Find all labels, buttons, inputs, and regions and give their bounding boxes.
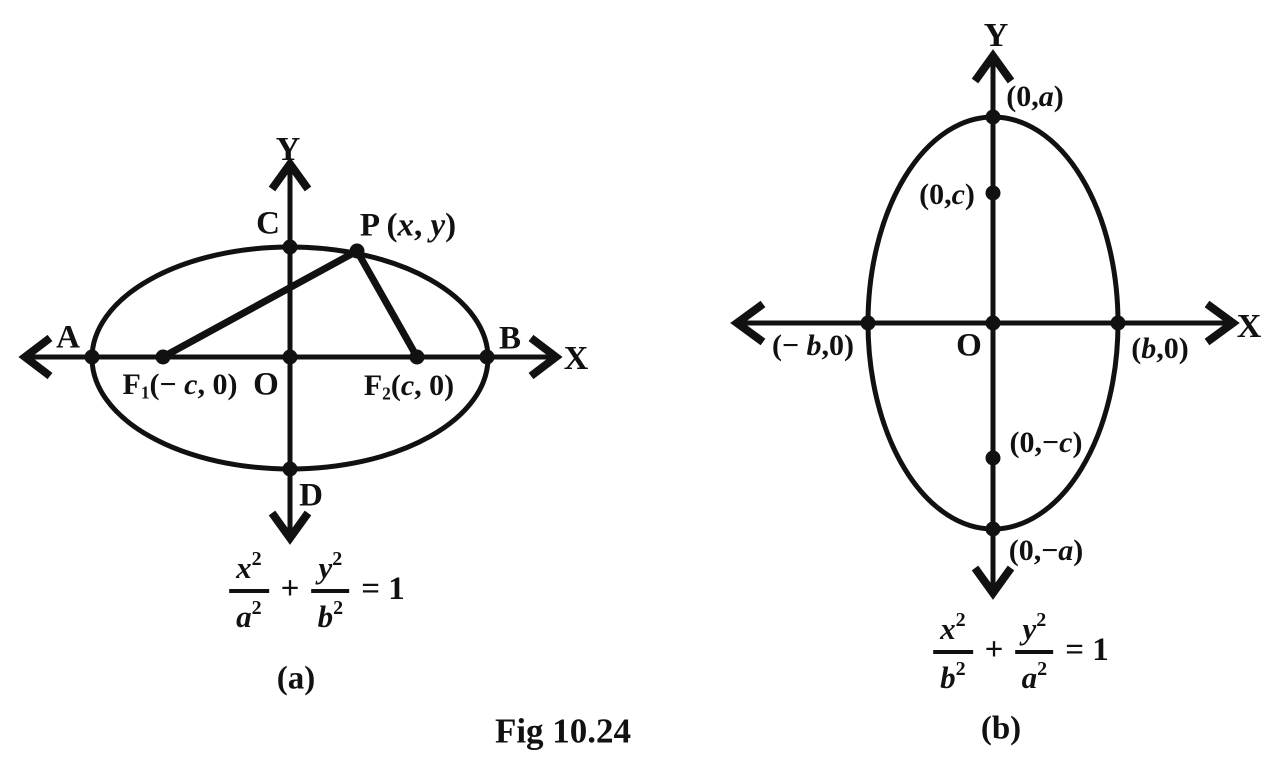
panel-b-label: (b) xyxy=(980,710,1022,747)
fraction-y2-b2: y2 b2 xyxy=(311,546,350,632)
point-p-label: P (x, y) xyxy=(359,207,457,244)
bottom-vertex-label: (0,−a) xyxy=(1008,534,1084,567)
equation-b: x2 b2 + y2 a2 = 1 xyxy=(933,607,1109,693)
x-axis-a-right-arrow-icon xyxy=(528,334,563,380)
point-a-dot xyxy=(84,349,100,365)
y-axis-b-label: Y xyxy=(983,17,1009,54)
point-origin-b-dot xyxy=(985,315,1001,331)
focal-line-f1-p xyxy=(161,247,359,361)
panel-a-label: (a) xyxy=(276,660,316,697)
panel-a-points xyxy=(84,239,495,477)
point-origin-a-dot xyxy=(282,349,298,365)
point-b0-dot xyxy=(1110,315,1126,331)
x-axis-b-label: X xyxy=(1236,308,1262,345)
vertex-b-label: B xyxy=(498,320,522,357)
point-f2-dot xyxy=(409,349,425,365)
panel-b-diagram xyxy=(730,49,1240,600)
top-vertex-label: (0,a) xyxy=(1006,80,1064,113)
equation-a: x2 a2 + y2 b2 = 1 xyxy=(229,546,405,632)
y-axis-b-up-arrow-icon xyxy=(971,49,1015,84)
right-vertex-label: (b,0) xyxy=(1131,332,1189,365)
x-axis-b-left-arrow-icon xyxy=(730,300,766,346)
left-vertex-label: (− b,0) xyxy=(771,329,855,362)
y-axis-a-label: Y xyxy=(275,131,301,168)
vertex-d-label: D xyxy=(299,477,323,514)
top-focus-label: (0,c) xyxy=(919,178,975,211)
fraction-x2-a2: x2 a2 xyxy=(229,546,269,632)
panel-b-points xyxy=(860,109,1126,537)
point-negb0-dot xyxy=(860,315,876,331)
y-axis-a-up-arrow-icon xyxy=(268,157,312,192)
plus-operator: + xyxy=(280,570,300,607)
point-0a-dot xyxy=(985,109,1001,125)
point-0negc-dot xyxy=(985,450,1001,466)
fraction-y2-a2: y2 a2 xyxy=(1015,607,1054,693)
focus-f2-label: F2(c, 0) xyxy=(363,368,455,404)
point-0c-dot xyxy=(985,185,1001,201)
origin-a-label: O xyxy=(253,366,279,403)
point-0nega-dot xyxy=(985,521,1001,537)
plus-operator: + xyxy=(984,631,1004,668)
x-axis-a-left-arrow-icon xyxy=(18,334,53,380)
equals-one: = 1 xyxy=(1065,631,1109,668)
point-c-dot xyxy=(282,239,298,255)
fraction-x2-b2: x2 b2 xyxy=(933,607,973,693)
point-f1-dot xyxy=(155,349,171,365)
figure-caption: Fig 10.24 xyxy=(494,711,632,751)
x-axis-b-right-arrow-icon xyxy=(1204,300,1240,346)
panel-a-diagram xyxy=(18,157,563,545)
y-axis-b-down-arrow-icon xyxy=(971,565,1015,600)
point-b-dot xyxy=(479,349,495,365)
equals-one: = 1 xyxy=(361,570,405,607)
focal-line-f2-p xyxy=(353,249,421,359)
point-d-dot xyxy=(282,461,298,477)
y-axis-a-down-arrow-icon xyxy=(268,510,312,545)
point-p-dot xyxy=(349,243,365,259)
origin-b-label: O xyxy=(956,327,982,364)
vertex-c-label: C xyxy=(256,205,280,242)
bottom-focus-label: (0,−c) xyxy=(1009,426,1083,459)
x-axis-a-label: X xyxy=(563,340,589,377)
focus-f1-label: F1(− c, 0) xyxy=(122,367,238,403)
vertex-a-label: A xyxy=(56,319,80,356)
